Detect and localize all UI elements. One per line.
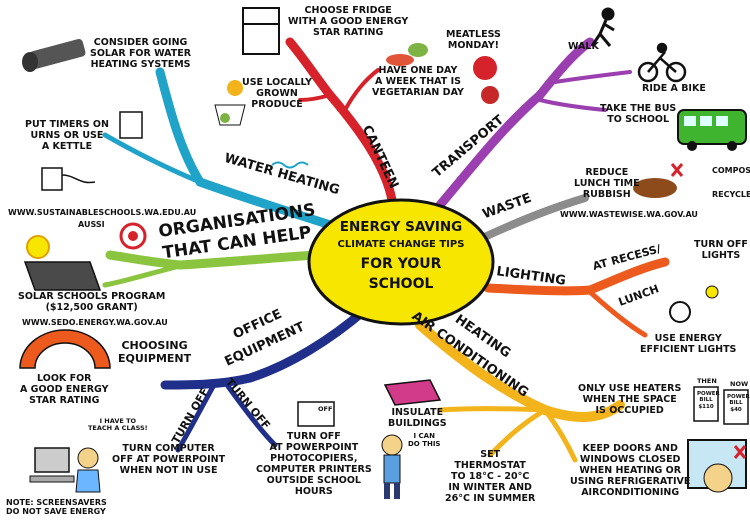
transport-tip-bus: TAKE THE BUS TO SCHOOL bbox=[600, 103, 677, 125]
rubbish-pile-icon bbox=[633, 163, 684, 198]
boy-thermostat-icon bbox=[381, 434, 403, 499]
organisations-branch bbox=[105, 250, 321, 270]
waste-tip-reduce: REDUCE LUNCH TIME RUBBISH bbox=[574, 167, 640, 200]
computer-user-icon bbox=[29, 447, 101, 493]
organisations-tip-aussi: AUSSI bbox=[78, 220, 105, 229]
heating-speech-bubble: I CAN DO THIS bbox=[408, 432, 441, 449]
transport-sub-branch-bus bbox=[538, 98, 607, 112]
office-sub-choosing: CHOOSING EQUIPMENT bbox=[118, 339, 192, 365]
center-title-line2: CLIMATE CHANGE TIPS bbox=[337, 239, 465, 250]
heating-tip-occupied: ONLY USE HEATERS WHEN THE SPACE IS OCCUP… bbox=[578, 383, 682, 416]
light-bulb-icon bbox=[669, 285, 719, 323]
power-bill-then-label: THEN bbox=[697, 377, 717, 385]
lighting-tip-turnoff: TURN OFF LIGHTS bbox=[694, 239, 748, 261]
kettle-icon bbox=[41, 111, 143, 191]
energy-star-rainbow-icon bbox=[19, 329, 111, 369]
office-tip-photocopiers: TURN OFF AT POWERPOINT PHOTOCOPIERS, COM… bbox=[256, 431, 372, 497]
waste-branch bbox=[474, 194, 589, 244]
canteen-tip-meatless: MEATLESS MONDAY! bbox=[446, 29, 501, 51]
canteen-tip-vegetarian: HAVE ONE DAY A WEEK THAT IS VEGETARIAN D… bbox=[372, 65, 464, 98]
walking-person-icon bbox=[590, 7, 615, 47]
lighting-tip-efficient: USE ENERGY EFFICIENT LIGHTS bbox=[640, 333, 737, 355]
waste-tip-compost: COMPOST bbox=[712, 166, 750, 175]
vegetables-icon bbox=[386, 43, 499, 104]
water-waves-icon bbox=[271, 161, 309, 169]
center-title-line3: FOR YOUR bbox=[360, 256, 442, 272]
waste-tip-link: WWW.WASTEWISE.WA.GOV.AU bbox=[560, 210, 698, 219]
bus-icon bbox=[677, 109, 747, 151]
fridge-icon bbox=[242, 7, 280, 55]
fruit-basket-icon bbox=[214, 80, 246, 126]
office-tip-starrating: LOOK FOR A GOOD ENERGY STAR RATING bbox=[20, 373, 109, 406]
office-note: NOTE: SCREENSAVERS DO NOT SAVE ENERGY bbox=[6, 498, 107, 517]
power-switch-icon bbox=[297, 401, 335, 427]
organisations-sub-branch bbox=[102, 263, 183, 288]
heating-tip-insulate: INSULATE BUILDINGS bbox=[388, 407, 447, 429]
center-title-line4: SCHOOL bbox=[368, 276, 434, 292]
power-bill-icon bbox=[693, 386, 749, 425]
solar-roll-icon bbox=[22, 38, 86, 72]
transport-tip-bike: RIDE A BIKE bbox=[642, 83, 706, 94]
canteen-branch bbox=[285, 37, 397, 205]
transport-sub-branch-bike bbox=[553, 70, 632, 84]
power-bill-then-text: POWER BILL $110 bbox=[697, 391, 720, 410]
window-icon bbox=[687, 439, 747, 493]
organisations-tip-solar: SOLAR SCHOOLS PROGRAM ($12,500 GRANT) bbox=[18, 291, 166, 313]
water-heating-tip-timers: PUT TIMERS ON URNS OR USE A KETTLE bbox=[25, 119, 109, 152]
transport-branch bbox=[435, 37, 595, 210]
center-title-line1: ENERGY SAVING bbox=[339, 219, 463, 235]
organisations-tip-sedo: WWW.SEDO.ENERGY.WA.GOV.AU bbox=[22, 318, 168, 327]
canteen-sub-branch-b bbox=[343, 68, 380, 112]
office-speech-bubble: I HAVE TO TEACH A CLASS! bbox=[88, 417, 148, 433]
heating-sub-branch-insulate bbox=[437, 406, 548, 413]
heating-sub-branch-thermostat bbox=[487, 407, 548, 458]
water-heating-sub-branch bbox=[102, 132, 208, 187]
office-branch bbox=[160, 305, 370, 390]
canteen-tip-fridge: CHOOSE FRIDGE WITH A GOOD ENERGY STAR RA… bbox=[288, 5, 409, 38]
center-hub bbox=[307, 198, 495, 326]
power-bill-now-label: NOW bbox=[730, 380, 749, 388]
office-sub-branch-turnoff-a bbox=[175, 380, 218, 453]
power-bill-now-text: POWER BILL $40 bbox=[727, 394, 750, 413]
target-icon bbox=[119, 222, 147, 250]
canteen-sub-branch-a bbox=[298, 93, 332, 102]
solar-panel-icon bbox=[23, 261, 102, 291]
canteen-tip-local: USE LOCALLY GROWN PRODUCE bbox=[242, 77, 312, 110]
heating-tip-thermostat: SET THERMOSTAT TO 18°C - 20°C IN WINTER … bbox=[445, 449, 536, 504]
office-sub-branch-turnoff-b bbox=[222, 379, 278, 448]
office-tip-computer: TURN COMPUTER OFF AT POWERPOINT WHEN NOT… bbox=[112, 443, 226, 476]
waste-tip-recycle: RECYCLE bbox=[712, 190, 750, 199]
heating-tip-doors: KEEP DOORS AND WINDOWS CLOSED WHEN HEATI… bbox=[570, 443, 691, 498]
organisations-tip-website: WWW.SUSTAINABLESCHOOLS.WA.EDU.AU bbox=[8, 208, 197, 217]
water-heating-tip-solar: CONSIDER GOING SOLAR FOR WATER HEATING S… bbox=[90, 37, 192, 70]
power-switch-label: OFF bbox=[318, 405, 333, 413]
bike-icon bbox=[637, 42, 687, 83]
heating-sub-branch-doors bbox=[542, 407, 578, 463]
sun-icon bbox=[26, 235, 50, 259]
transport-tip-walk: WALK bbox=[568, 41, 599, 52]
insulation-icon bbox=[383, 379, 442, 406]
lighting-sub-branch bbox=[587, 289, 648, 338]
